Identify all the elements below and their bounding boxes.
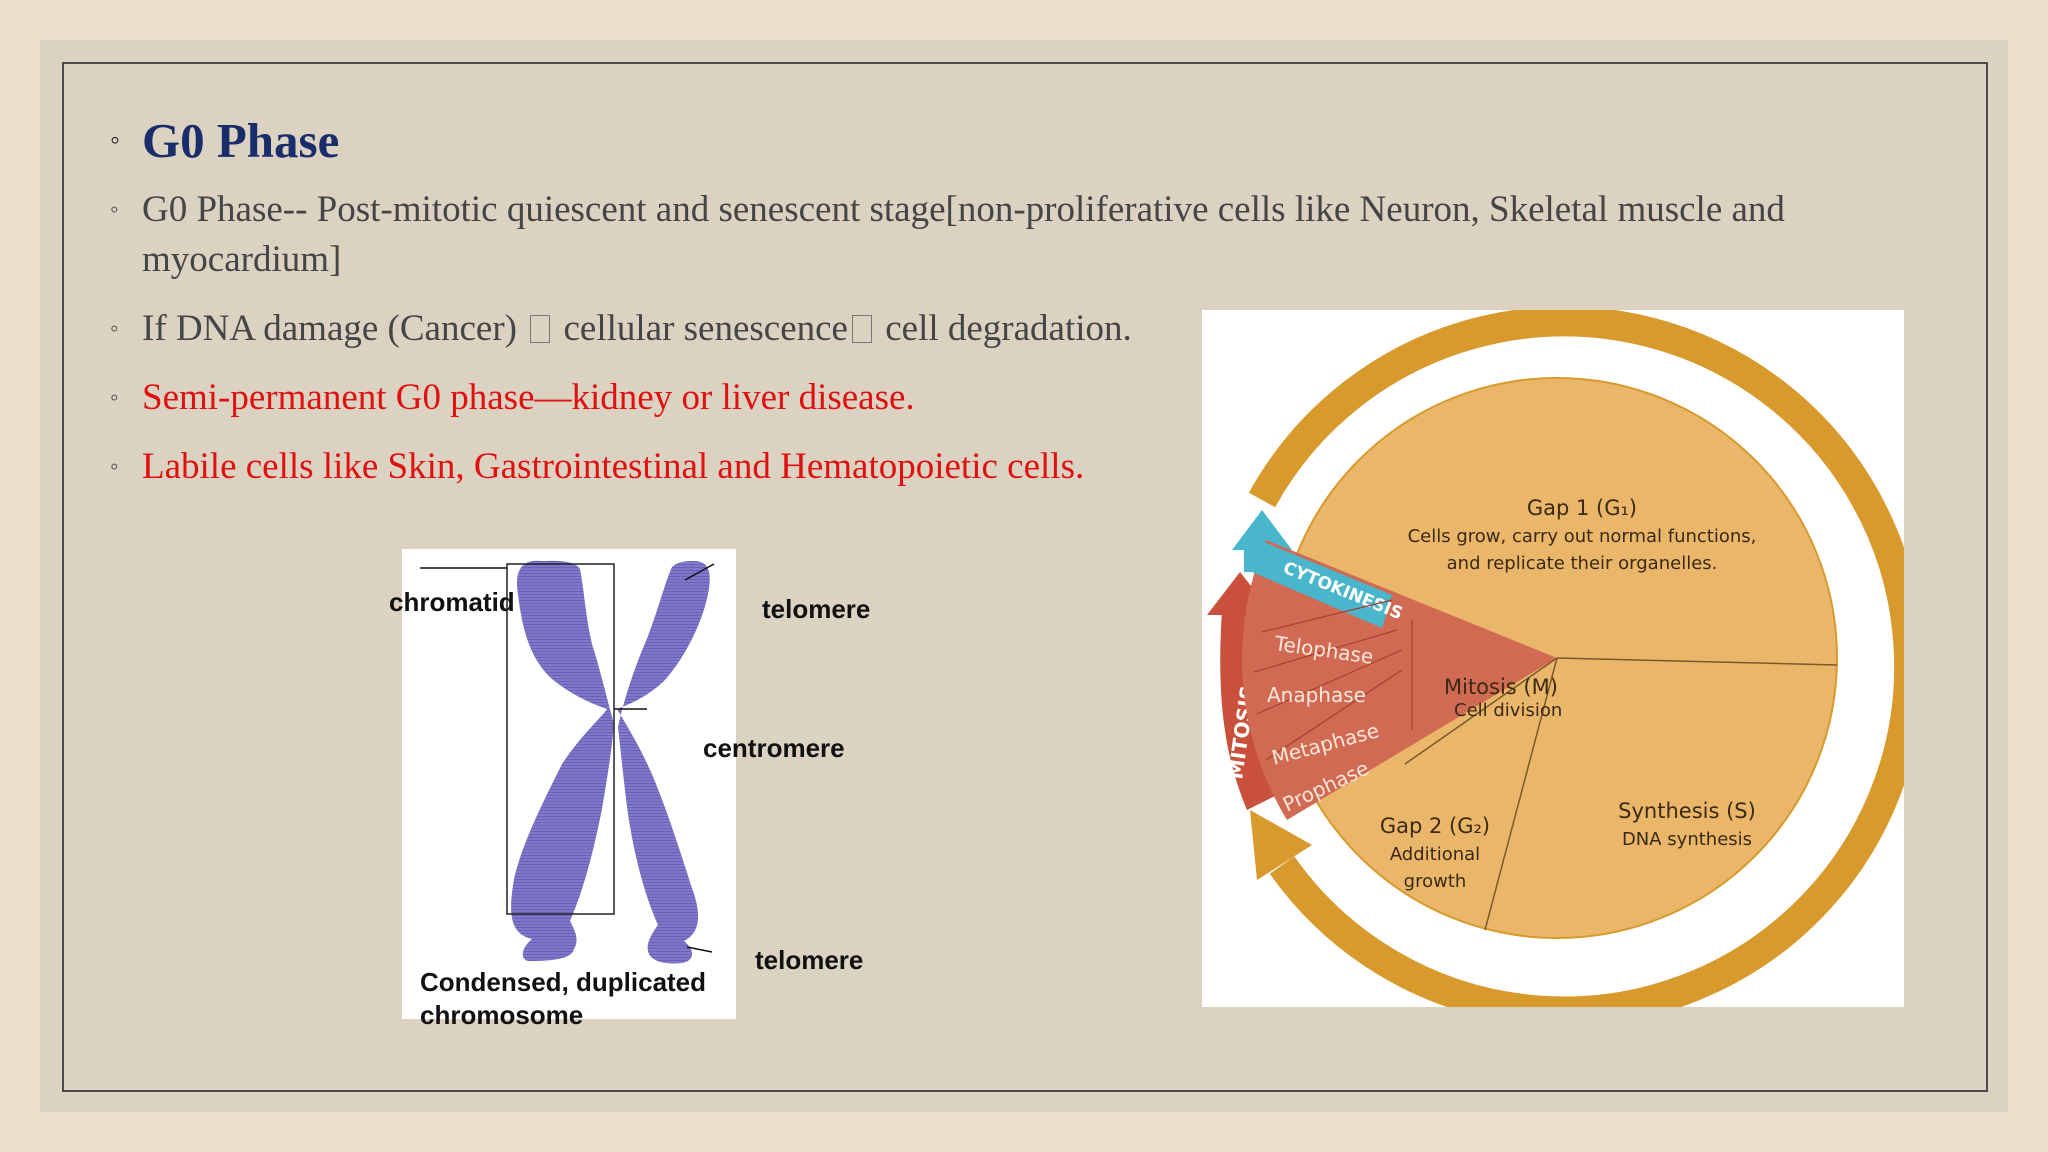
bullet-item: ◦ Labile cells like Skin, Gastrointestin… xyxy=(110,442,1850,492)
missing-glyph-icon xyxy=(851,315,872,343)
mitosis-wedge xyxy=(1242,540,1557,820)
g1-desc-line1: Cells grow, carry out normal functions, xyxy=(1408,526,1757,547)
telomere-bottom-pointer xyxy=(686,946,713,953)
bullet-list: ◦ G0 Phase ◦ G0 Phase-- Post-mitotic qui… xyxy=(110,110,1850,492)
chromosome-figure xyxy=(402,549,736,1019)
bullet-item: ◦ G0 Phase-- Post-mitotic quiescent and … xyxy=(110,185,1850,285)
slide-frame xyxy=(62,62,1988,1092)
bullet-text: cellular senescence xyxy=(554,308,848,349)
cytokinesis-strip xyxy=(1252,542,1392,628)
bullet-text: cell degradation. xyxy=(875,308,1132,349)
mitosis-desc: Cell division xyxy=(1454,700,1562,721)
telomere-bottom-label: telomere xyxy=(755,945,864,975)
bullet-icon: ◦ xyxy=(110,125,120,156)
bullet-icon: ◦ xyxy=(110,316,119,342)
bullet-text: Semi-permanent G0 phase—kidney or liver … xyxy=(142,377,915,418)
heading-item: ◦ G0 Phase xyxy=(110,110,1850,172)
cell-cycle-figure: INTERPHASE MITOSIS CYTOKINESIS Telophase… xyxy=(1202,310,1904,1007)
anaphase-label: Anaphase xyxy=(1267,683,1366,707)
interphase-arrowhead xyxy=(1250,810,1312,880)
bullet-item: ◦ If DNA damage (Cancer) cellular senesc… xyxy=(110,304,1850,354)
s-title: Synthesis (S) xyxy=(1618,799,1756,823)
interphase-arc xyxy=(1248,310,1904,1007)
page-title: G0 Phase xyxy=(142,113,340,168)
bullet-icon: ◦ xyxy=(110,197,119,223)
centromere-label: centromere xyxy=(703,733,845,763)
telomere-top-pointer xyxy=(684,563,715,581)
g2-desc-line1: Additional xyxy=(1390,844,1480,865)
bullet-item: ◦ Semi-permanent G0 phase—kidney or live… xyxy=(110,373,1850,423)
bullet-text: If DNA damage (Cancer) xyxy=(142,308,527,349)
g2-desc-line2: growth xyxy=(1404,871,1467,892)
bullet-icon: ◦ xyxy=(110,385,119,411)
chromatid-bracket xyxy=(506,563,615,915)
right-chromatid xyxy=(617,561,710,964)
left-chromatid xyxy=(511,560,614,961)
bullet-text: G0 Phase-- Post-mitotic quiescent and se… xyxy=(142,189,1785,280)
mitosis-title: Mitosis (M) xyxy=(1444,675,1558,699)
g1-desc-line2: and replicate their organelles. xyxy=(1447,553,1718,574)
g1-title: Gap 1 (G₁) xyxy=(1527,496,1637,520)
chromatid-label: chromatid xyxy=(389,587,515,617)
g2-title: Gap 2 (G₂) xyxy=(1380,814,1490,838)
bullet-text: Labile cells like Skin, Gastrointestinal… xyxy=(142,446,1085,487)
chromosome-caption: Condensed, duplicated chromosome xyxy=(420,967,707,1030)
missing-glyph-icon xyxy=(530,315,551,343)
telomere-top-label: telomere xyxy=(762,594,871,624)
chromosome-illustration xyxy=(420,560,715,964)
cell-cycle-diagram: INTERPHASE MITOSIS CYTOKINESIS Telophase… xyxy=(1207,310,1904,1007)
bullet-icon: ◦ xyxy=(110,454,119,480)
s-desc: DNA synthesis xyxy=(1622,829,1752,850)
